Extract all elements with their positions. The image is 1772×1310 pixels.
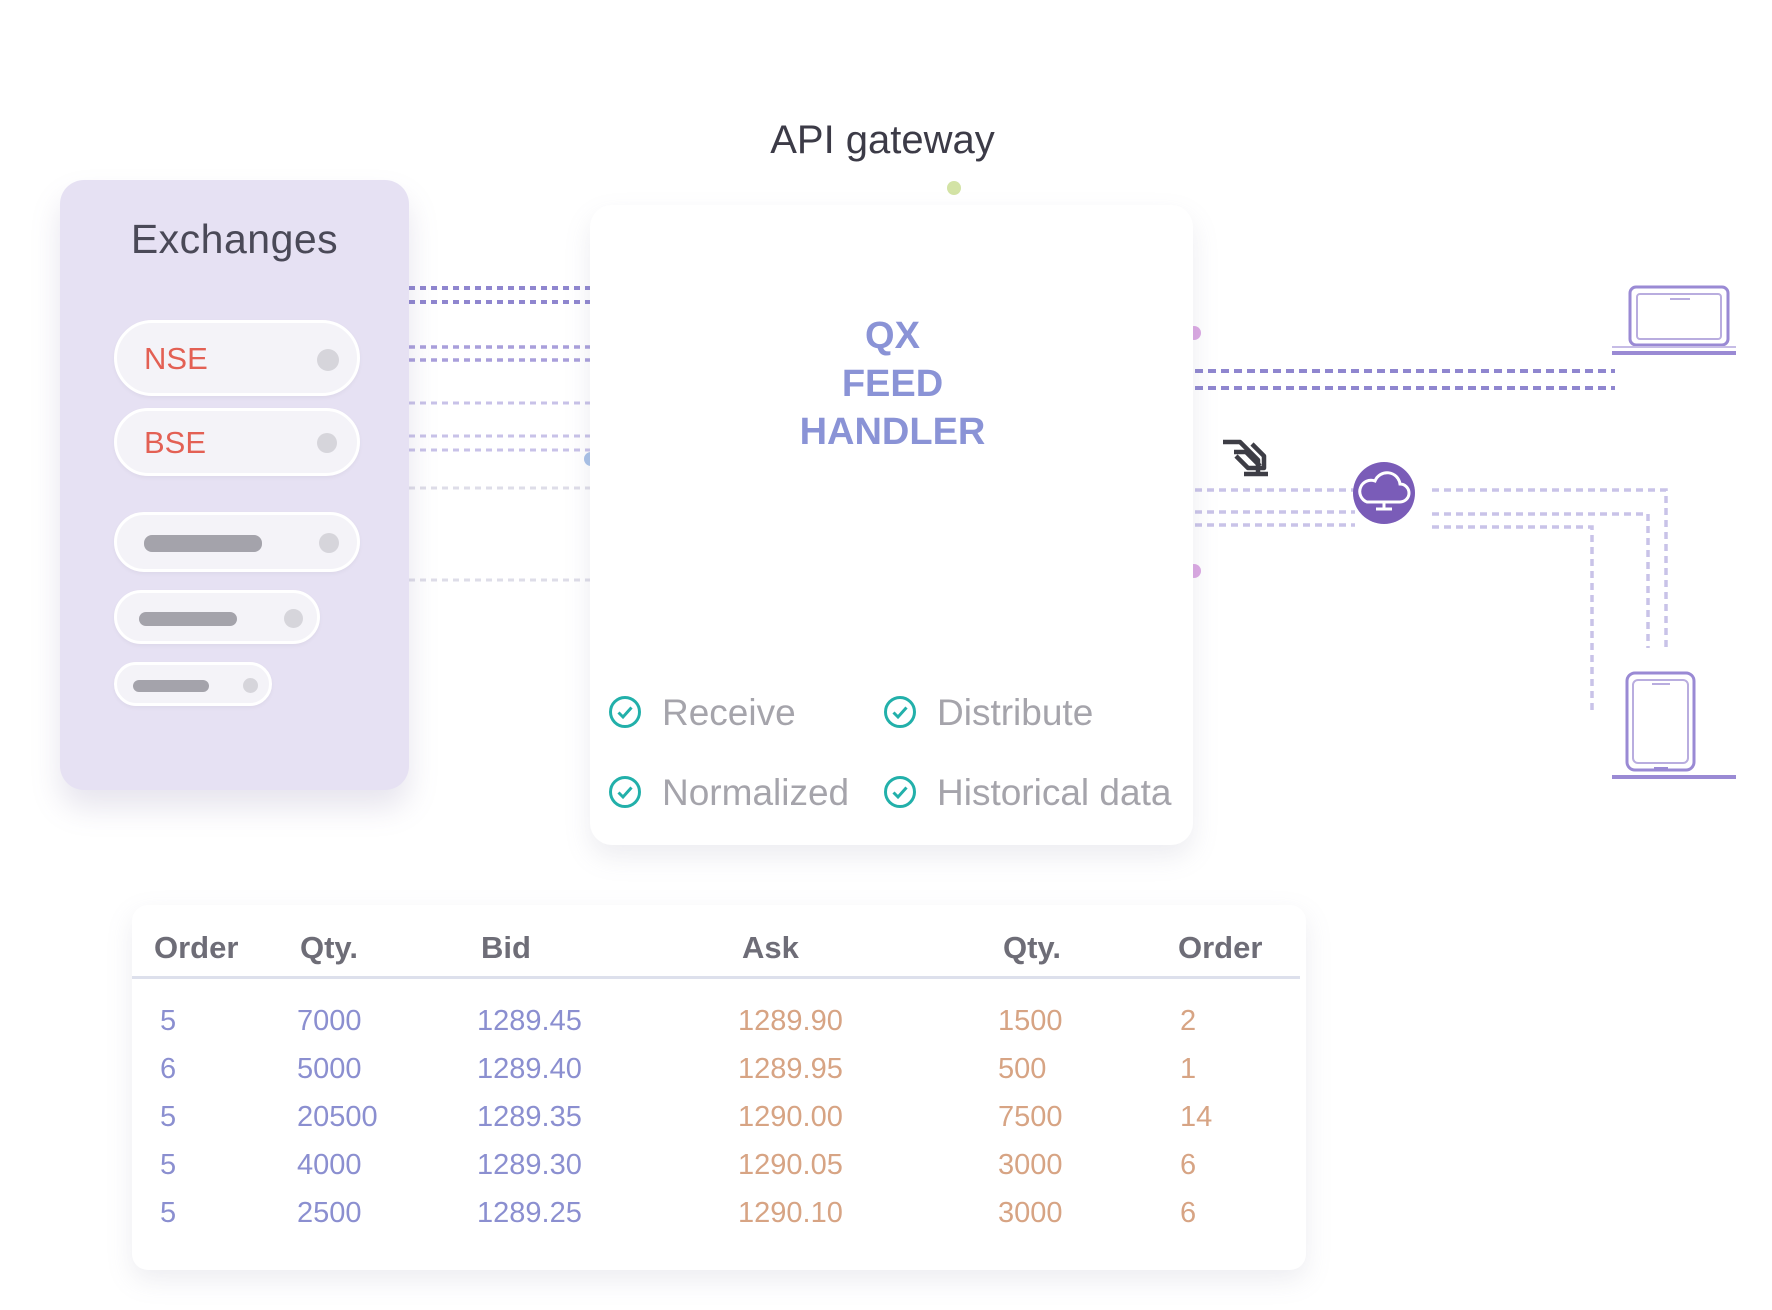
table-cell: 1289.95: [738, 1053, 843, 1085]
column-header-order: Order: [1178, 930, 1263, 965]
exchange-nse[interactable]: NSE: [114, 320, 360, 396]
cloud-icon: [1353, 462, 1415, 524]
websocket-icon: [1223, 439, 1268, 477]
table-cell: 6: [160, 1053, 177, 1085]
table-cell: 5: [160, 1197, 177, 1229]
feature-label: Historical data: [937, 772, 1172, 813]
exchange-label: NSE: [144, 341, 208, 376]
table-cell: 3000: [998, 1149, 1063, 1181]
table-cell: 5000: [297, 1053, 362, 1085]
column-header-bid: Bid: [481, 930, 531, 965]
table-cell: 4000: [297, 1149, 362, 1181]
exchange-placeholder[interactable]: [114, 512, 360, 572]
tablet-icon: [1612, 671, 1736, 779]
toggle-knob: [317, 349, 339, 371]
exchanges-panel: Exchanges NSE BSE: [60, 180, 409, 790]
check-circle-icon: [609, 696, 641, 728]
column-header-ask: Ask: [742, 930, 799, 965]
table-cell: 7000: [297, 1005, 362, 1037]
table-cell: 500: [998, 1053, 1047, 1085]
toggle-knob: [317, 433, 337, 453]
table-cell: 2500: [297, 1197, 362, 1229]
toggle-knob: [284, 609, 303, 628]
table-cell: 6: [1180, 1149, 1197, 1181]
exchanges-title: Exchanges: [130, 216, 339, 262]
table-cell: 1289.35: [477, 1101, 582, 1133]
table-cell: 7500: [998, 1101, 1063, 1133]
table-cell: 1289.25: [477, 1197, 582, 1229]
table-cell: 1290.05: [738, 1149, 843, 1181]
toggle-knob: [319, 533, 339, 553]
table-cell: 5: [160, 1005, 177, 1037]
laptop-icon: [1612, 285, 1736, 355]
table-cell: 1289.90: [738, 1005, 843, 1037]
feed-handler-title: QX FEED HANDLER: [750, 312, 1035, 456]
laptop-connector-lines: [1195, 369, 1615, 390]
feature-label: Normalized: [662, 772, 850, 813]
table-cell: 1: [1180, 1053, 1197, 1085]
placeholder-bar: [133, 680, 209, 692]
feed-handler-title-line: FEED: [841, 363, 944, 405]
check-circle-icon: [609, 776, 641, 808]
table-cell: 20500: [297, 1101, 378, 1133]
exchange-placeholder[interactable]: [114, 662, 272, 706]
column-header-qty: Qty.: [1003, 930, 1061, 965]
placeholder-bar: [144, 535, 262, 552]
check-circle-icon: [884, 776, 916, 808]
toggle-knob: [243, 678, 258, 693]
table-cell: 5: [160, 1149, 177, 1181]
feature-label: Receive: [662, 692, 796, 733]
exchange-label: BSE: [144, 425, 207, 460]
table-cell: 2: [1180, 1005, 1197, 1037]
feed-handler-card: [590, 205, 1193, 845]
placeholder-bar: [139, 612, 237, 626]
table-cell: 5: [160, 1101, 177, 1133]
table-cell: 1289.30: [477, 1149, 582, 1181]
table-cell: 1290.00: [738, 1101, 843, 1133]
exchange-bse[interactable]: BSE: [114, 408, 360, 476]
feed-handler-title-line: HANDLER: [799, 411, 986, 453]
api-gateway-title: API gateway: [770, 118, 995, 162]
table-cell: 1500: [998, 1005, 1063, 1037]
table-cell: 6: [1180, 1197, 1197, 1229]
column-header-order: Order: [154, 930, 239, 965]
order-book-table: Order Qty. Bid Ask Qty. Order 5 7000 1289.…: [132, 905, 1306, 1270]
header-divider: [132, 976, 1300, 979]
check-circle-icon: [884, 696, 916, 728]
table-cell: 14: [1180, 1101, 1213, 1133]
feature-label: Distribute: [937, 692, 1094, 733]
table-cell: 1289.45: [477, 1005, 582, 1037]
table-cell: 3000: [998, 1197, 1063, 1229]
tablet-connector-lines: [1195, 488, 1668, 710]
exchange-placeholder[interactable]: [114, 590, 320, 644]
table-cell: 1289.40: [477, 1053, 582, 1085]
feed-handler-title-line: QX: [865, 315, 920, 357]
column-header-qty: Qty.: [300, 930, 358, 965]
table-cell: 1290.10: [738, 1197, 843, 1229]
exchange-connector-lines: [409, 286, 592, 582]
